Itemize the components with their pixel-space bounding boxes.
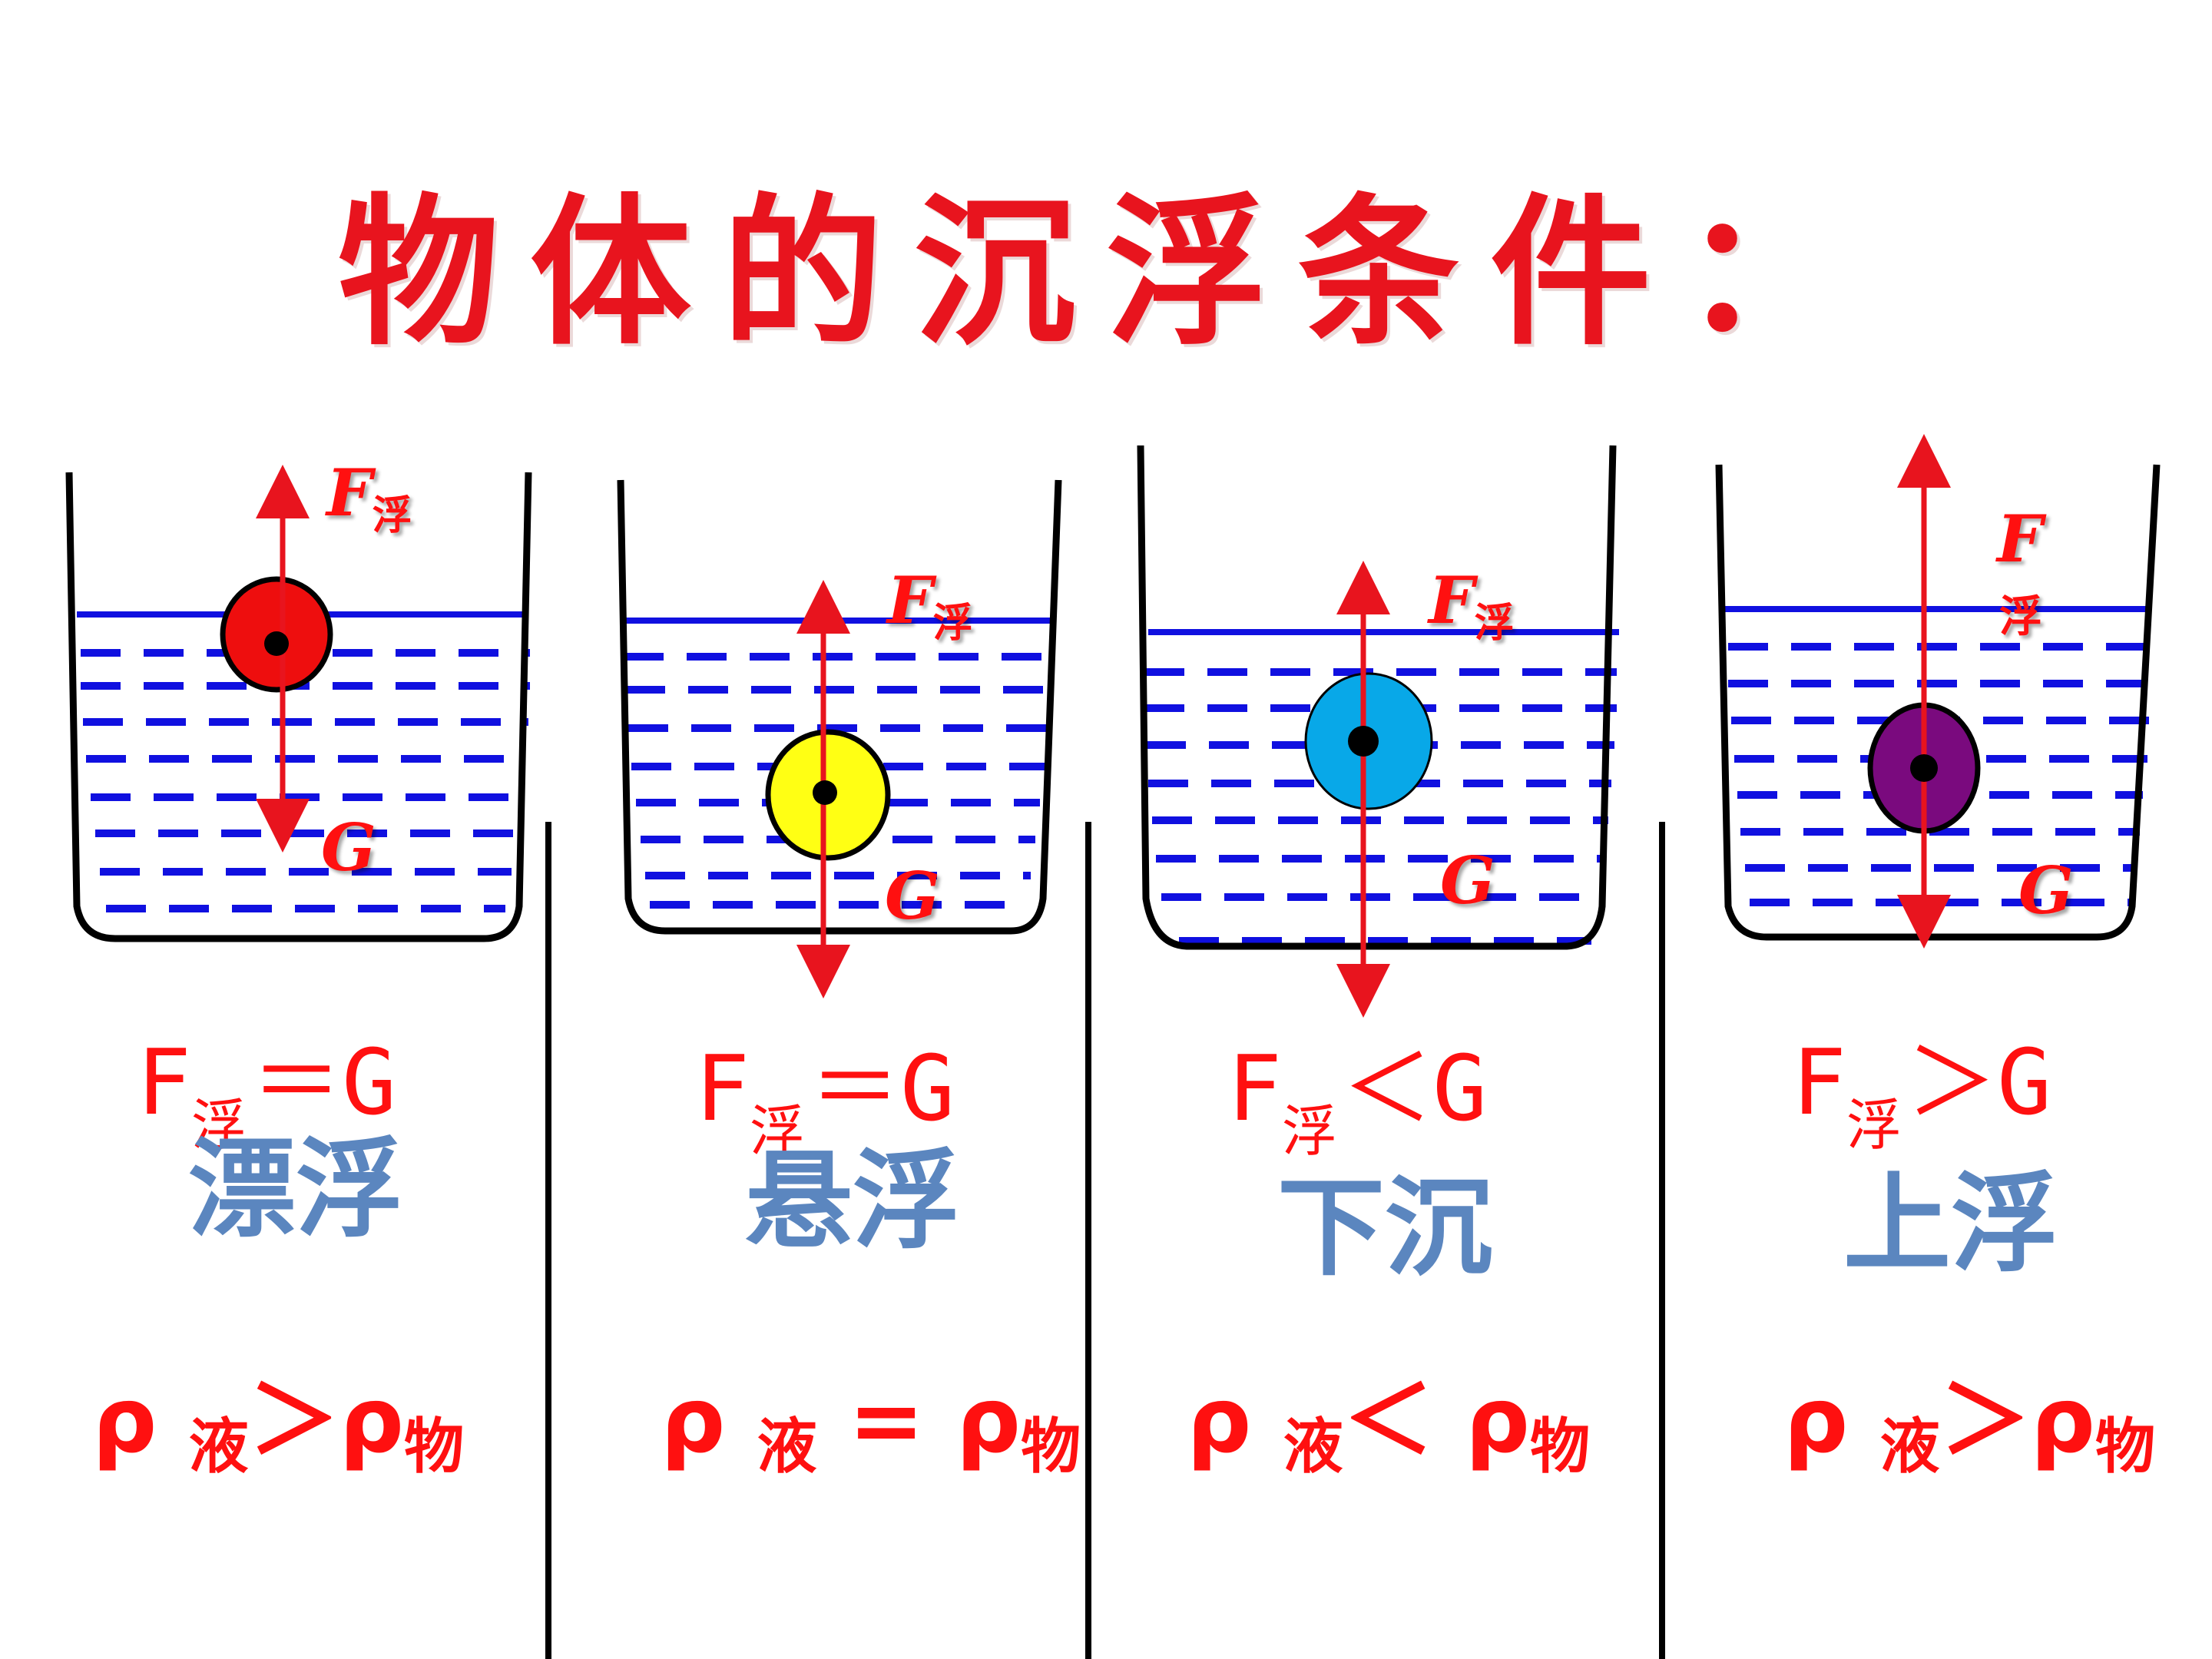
water-dashes <box>1728 643 2154 906</box>
beaker-outline <box>617 479 1062 935</box>
beaker-rising <box>1715 434 2161 949</box>
force-equation: F浮＝G <box>137 1029 397 1157</box>
center-dot <box>813 780 837 805</box>
state-label: 下沉 <box>1277 1166 1493 1291</box>
center-dot <box>264 631 289 656</box>
column-divider <box>545 822 551 1659</box>
force-equation: F浮＞G <box>1792 1029 2052 1157</box>
state-label: 上浮 <box>1843 1162 2059 1287</box>
water-dashes <box>81 649 530 912</box>
buoyancy-label-sub: 浮 <box>1999 591 2042 642</box>
beaker-floating <box>65 465 532 942</box>
buoyancy-label: F浮 <box>887 562 973 647</box>
buoyancy-label: F <box>1997 501 2043 577</box>
column-divider <box>1659 822 1665 1659</box>
density-relation: ρ 液 = ρ物 <box>661 1367 1081 1482</box>
beaker-outline <box>65 472 532 942</box>
column-divider <box>1085 822 1091 1659</box>
state-label: 悬浮 <box>745 1139 961 1264</box>
gravity-label: G <box>1440 843 1495 919</box>
beaker-outline <box>1137 445 1617 950</box>
gravity-label: G <box>2018 853 2074 929</box>
slide-title: 物体的沉浮条件： <box>337 177 1874 367</box>
gravity-label: G <box>885 858 940 934</box>
gravity-label: G <box>321 810 376 886</box>
force-equation: F浮＝G <box>695 1035 955 1164</box>
buoyancy-label: F浮 <box>326 455 412 539</box>
center-dot <box>1910 754 1938 782</box>
beaker-suspended <box>617 479 1062 998</box>
center-dot <box>1348 726 1379 757</box>
density-relation: ρ 液＜ ρ物 <box>1187 1367 1591 1482</box>
density-relation: ρ 液＞ρ物 <box>92 1367 465 1482</box>
density-relation: ρ 液＞ρ物 <box>1783 1367 2156 1482</box>
force-equation: F浮＜G <box>1227 1035 1488 1164</box>
beaker-sinking <box>1137 445 1619 1018</box>
water-dashes <box>1144 668 1617 945</box>
state-label: 漂浮 <box>188 1128 404 1253</box>
buoyancy-label: F浮 <box>1429 562 1515 647</box>
